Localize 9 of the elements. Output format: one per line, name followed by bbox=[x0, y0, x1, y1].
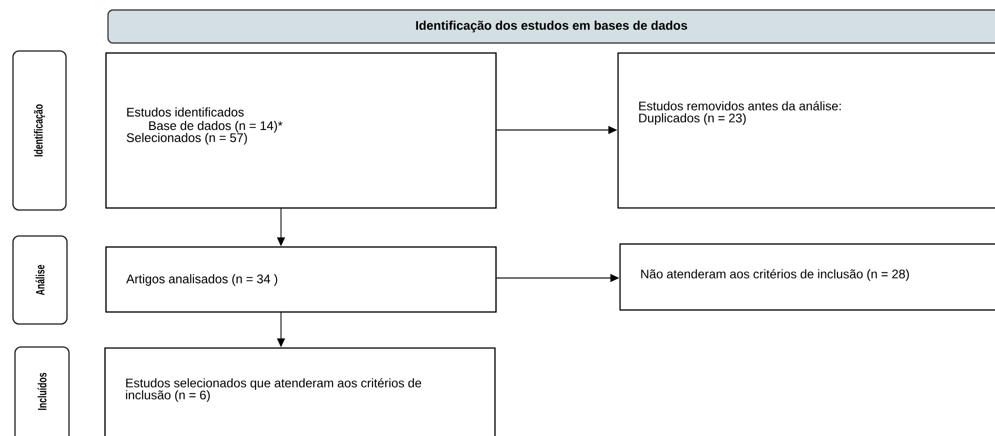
process-box: Estudos removidos antes da análise: Duplicados (n = 23) bbox=[617, 52, 995, 209]
stage-label: Incluídos bbox=[14, 346, 70, 436]
process-box: Estudos selecionados que atenderam aos critérios de inclusão (n = 6) bbox=[104, 347, 496, 436]
stage-label: Análise bbox=[12, 235, 68, 325]
stage-label: Identificação bbox=[12, 50, 67, 211]
header-band: Identificação dos estudos em bases de dados bbox=[107, 9, 995, 44]
process-box: Artigos analisados (n = 34 ) bbox=[105, 246, 497, 313]
process-box: Não atenderam aos critérios de inclusão (n = 28) bbox=[619, 243, 995, 311]
process-box: Estudos identificados Base de dados (n = 14)* Selecionados (n = 57) bbox=[105, 52, 497, 209]
